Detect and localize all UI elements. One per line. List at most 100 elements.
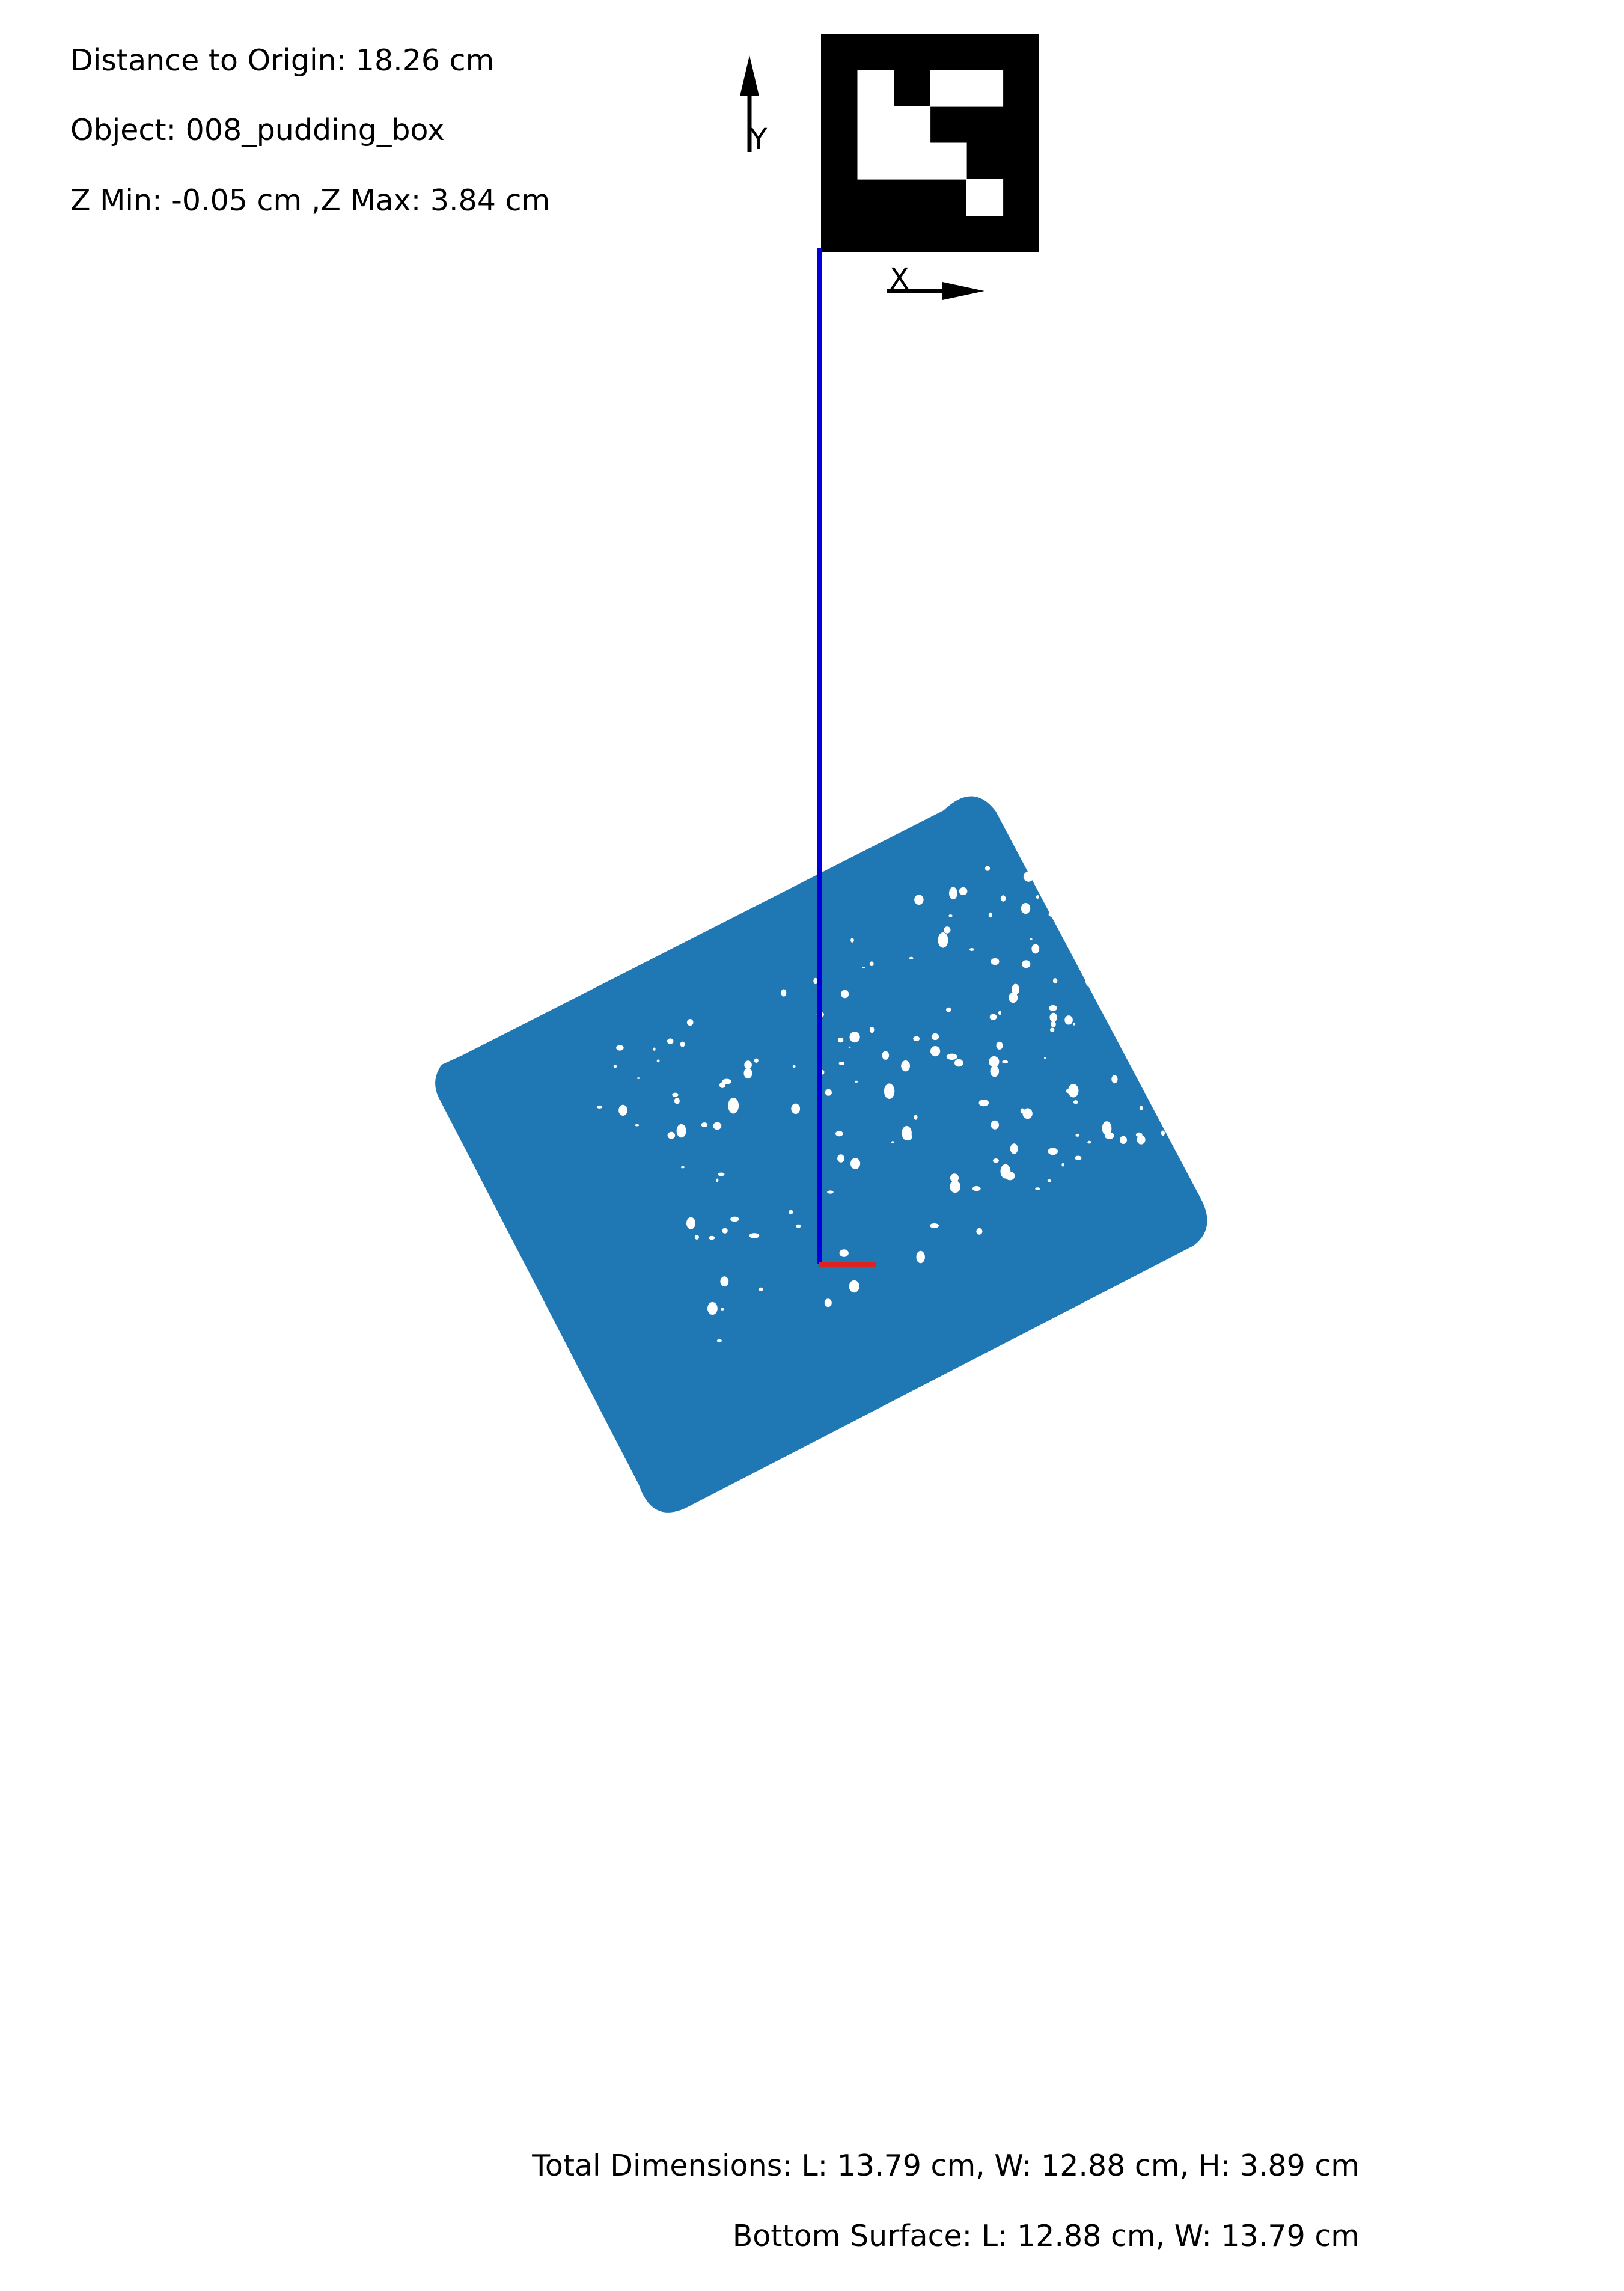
point-cloud-gap (749, 1233, 760, 1238)
point-cloud-gap (618, 1104, 627, 1116)
point-cloud-gap (1020, 1108, 1024, 1113)
point-cloud-gap (1104, 1132, 1114, 1139)
point-cloud-gap (938, 932, 948, 948)
point-cloud-gap (728, 1097, 739, 1114)
aruco-marker-cell (857, 70, 894, 107)
point-cloud-gap (1132, 947, 1143, 959)
point-cloud-gap (716, 1339, 722, 1343)
point-cloud-gap (850, 1158, 861, 1169)
point-cloud-gap (849, 1032, 860, 1043)
point-cloud-gap (948, 914, 953, 917)
point-cloud-gap (990, 1065, 1000, 1077)
point-cloud-gap (1044, 1057, 1046, 1059)
point-cloud-gap (1012, 983, 1019, 996)
point-cloud-gap (791, 1103, 801, 1115)
point-cloud-gap (931, 1033, 939, 1041)
point-cloud-gap (667, 1131, 676, 1139)
aruco-marker-cell (930, 70, 967, 107)
point-cloud-gap (901, 1060, 910, 1072)
point-cloud-gap (850, 938, 854, 943)
point-cloud-gap (1161, 1130, 1165, 1136)
point-cloud-gap (1167, 1067, 1172, 1072)
point-cloud-gap (1139, 1106, 1143, 1110)
aruco-marker-cell (894, 142, 931, 180)
point-cloud-gap (1047, 1179, 1052, 1182)
point-cloud-gap (1138, 1018, 1149, 1027)
point-cloud-gap (1137, 1135, 1146, 1145)
point-cloud-gap (1139, 884, 1150, 890)
point-cloud-gap (1072, 1022, 1076, 1026)
point-cloud-gap (1035, 1187, 1040, 1190)
point-cloud-gap (792, 1065, 796, 1068)
point-cloud-gap (754, 1058, 759, 1063)
point-cloud-gap (992, 1158, 999, 1163)
point-cloud-object (435, 796, 1224, 1513)
point-cloud-gap (891, 1141, 894, 1143)
point-cloud-gap (1157, 1106, 1167, 1118)
point-cloud-gap (653, 1047, 656, 1051)
point-cloud-gap (1111, 1075, 1118, 1084)
point-cloud-gap (674, 1098, 680, 1104)
point-cloud-gap (1050, 1027, 1055, 1033)
point-cloud-gap (722, 1228, 728, 1234)
point-cloud-gap (1031, 944, 1040, 954)
point-cloud-gap (656, 1059, 660, 1063)
point-cloud-gap (1186, 1059, 1192, 1066)
point-cloud-gap (946, 1053, 957, 1060)
point-cloud-gap (667, 1038, 674, 1044)
point-cloud-gap (694, 1235, 699, 1240)
point-cloud-gap (1000, 1164, 1011, 1179)
point-cloud-gap (1175, 913, 1183, 924)
point-cloud-gap (929, 1223, 939, 1228)
point-cloud-gap (707, 1301, 718, 1315)
aruco-marker-cell (894, 106, 931, 144)
point-cloud-gap (1087, 890, 1093, 898)
point-cloud-gap (720, 1276, 729, 1287)
point-cloud-gap (676, 1124, 686, 1138)
point-cloud-gap (1064, 1015, 1073, 1025)
point-cloud-gap (916, 1250, 925, 1264)
point-cloud-gap (1181, 1071, 1192, 1087)
point-cloud-gap (1048, 911, 1059, 917)
point-cloud-gap (718, 1172, 725, 1176)
point-cloud-gap (1048, 1148, 1058, 1155)
point-cloud-gap (713, 1122, 722, 1130)
point-cloud-gap (882, 1051, 890, 1060)
point-cloud-gap (838, 1061, 845, 1065)
point-cloud-gap (1075, 1155, 1082, 1160)
point-cloud-gap (796, 1224, 801, 1228)
point-cloud-gap (1021, 903, 1031, 914)
point-cloud-gap (930, 1046, 941, 1057)
point-cloud-gap (1191, 1047, 1198, 1057)
point-cloud-gap (1177, 1012, 1186, 1021)
point-cloud-gap (781, 989, 787, 997)
point-cloud-gap (789, 1210, 793, 1214)
point-cloud-gap (944, 926, 951, 934)
point-cloud-gap (996, 1041, 1003, 1050)
point-cloud-gap (1002, 1060, 1009, 1064)
point-cloud-gap (959, 887, 968, 896)
point-cloud-gap (1049, 1005, 1057, 1011)
point-cloud-gap (969, 948, 974, 951)
point-cloud-gap (902, 1125, 912, 1140)
point-cloud-gap (835, 1131, 843, 1137)
point-cloud-gap (1113, 940, 1117, 944)
point-cloud-gap (838, 1037, 844, 1043)
point-cloud-gap (1074, 831, 1080, 836)
point-cloud-gap (1206, 1082, 1212, 1087)
x-reference-arrow (887, 282, 984, 300)
point-cloud-gap (839, 1249, 849, 1257)
point-cloud-gap (613, 1064, 617, 1068)
point-cloud-gap (837, 1154, 845, 1163)
point-cloud-gap (1030, 938, 1033, 940)
point-cloud-gap (1075, 1133, 1080, 1137)
point-cloud-gap (909, 956, 914, 959)
point-cloud-gap (1120, 1136, 1127, 1145)
point-cloud-gap (862, 967, 865, 968)
point-cloud-gap (824, 1298, 832, 1308)
point-cloud-gap (976, 1228, 983, 1235)
point-cloud-gap (869, 1026, 875, 1033)
point-cloud-gap (991, 1120, 1000, 1130)
point-cloud-gap (1009, 992, 1018, 1003)
